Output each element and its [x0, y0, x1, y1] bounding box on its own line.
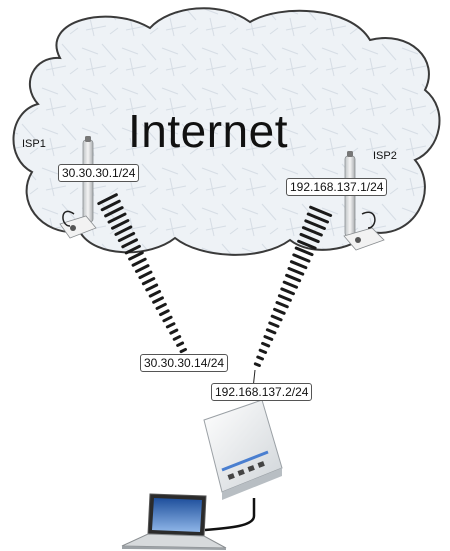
- signal-dash: [265, 328, 277, 335]
- isp1-name: ISP1: [22, 138, 46, 150]
- signal-dash: [110, 219, 130, 230]
- signal-dash: [148, 289, 162, 298]
- signal-dash: [280, 287, 295, 296]
- signal-dash: [152, 296, 164, 304]
- signal-dash: [162, 315, 173, 323]
- signal-dash: [145, 283, 159, 292]
- signal-dash: [114, 225, 133, 236]
- signal-dash: [285, 273, 302, 283]
- signal-dash: [138, 270, 153, 280]
- signal-dash: [104, 206, 124, 218]
- signal-dash: [107, 212, 127, 224]
- signal-dash: [277, 294, 292, 302]
- signal-dash: [117, 231, 136, 243]
- antenna-icon: [343, 151, 385, 251]
- signal-dash: [292, 253, 311, 263]
- signal-waves-isp1: [97, 193, 190, 360]
- signal-dash: [141, 277, 156, 286]
- signal-dash: [165, 322, 176, 329]
- signal-waves-isp2: [253, 205, 333, 368]
- signal-dash: [282, 280, 299, 289]
- signal-dash: [309, 205, 333, 217]
- isp2-gateway-label: 192.168.137.1/24: [286, 178, 388, 196]
- signal-dash: [172, 335, 182, 341]
- signal-dash: [275, 301, 289, 309]
- signal-dash: [128, 251, 144, 261]
- signal-dash: [158, 309, 170, 317]
- signal-dash: [287, 266, 305, 276]
- signal-dash: [270, 314, 283, 322]
- signal-dash: [273, 307, 286, 315]
- laptop-icon: [121, 493, 227, 550]
- signal-dash: [131, 257, 147, 267]
- cloud-title: Internet: [128, 105, 288, 157]
- signal-dash: [263, 335, 274, 341]
- signal-dash: [100, 199, 121, 212]
- signal-dash: [121, 238, 139, 249]
- signal-dash: [97, 193, 118, 206]
- signal-dash: [253, 362, 261, 368]
- signal-dash: [169, 328, 179, 335]
- isp1-gateway-label: 30.30.30.1/24: [58, 164, 140, 182]
- signal-dash: [261, 341, 271, 348]
- signal-dash: [179, 347, 187, 354]
- signal-dash: [256, 355, 264, 361]
- router-icon: [203, 399, 283, 532]
- isp2-name: ISP2: [373, 150, 397, 162]
- signal-dash: [268, 321, 280, 328]
- signal-dash: [134, 264, 150, 273]
- signal-dash: [176, 341, 185, 347]
- signal-dash: [297, 239, 317, 250]
- signal-dash: [294, 246, 314, 257]
- signal-dash: [289, 260, 308, 270]
- signal-dash: [124, 244, 141, 255]
- signal-dash: [155, 302, 167, 310]
- signal-dash: [299, 232, 320, 244]
- signal-dash: [258, 348, 268, 354]
- router-wan1-label: 30.30.30.14/24: [140, 354, 229, 372]
- signal-dash: [304, 219, 326, 231]
- signal-dash: [301, 226, 323, 237]
- router-wan2-label: 192.168.137.2/24: [211, 383, 313, 401]
- signal-dash: [306, 212, 330, 224]
